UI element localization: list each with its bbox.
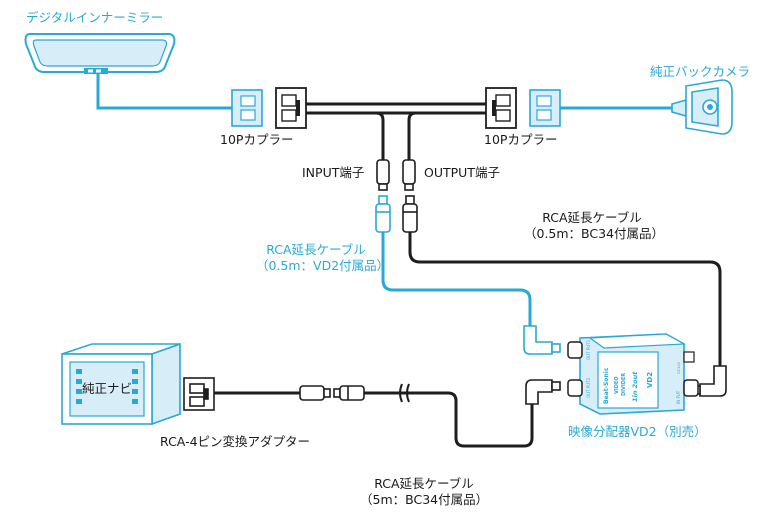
- rca-cable-vd2-label: RCA延長ケーブル （0.5m：VD2付属品）: [256, 242, 390, 273]
- splitter-port-out1-icon: [567, 341, 583, 359]
- coupler-right-female-icon: [529, 89, 561, 127]
- rca-cable-bc34-short-line2: （0.5m：BC34付属品）: [524, 225, 665, 241]
- coupler-left-label: 10Pカプラー: [220, 132, 294, 147]
- harness-cable: [306, 102, 486, 115]
- rca-4pin-adapter-icon: [183, 377, 215, 411]
- splitter-port-out2-icon: [567, 379, 583, 397]
- video-splitter-vd2: OUT PUT1 OUT PUT2 Beat-Sonic VIDEO DIVID…: [567, 333, 699, 415]
- output-branch-cable: [407, 111, 452, 160]
- rca-cable-5m-line2: （5m：BC34付属品）: [360, 491, 489, 507]
- rca-cable-vd2-line2: （0.5m：VD2付属品）: [256, 257, 390, 273]
- splitter-port-out1-text: OUT PUT1: [586, 339, 591, 360]
- input-rca-plug-icon: [376, 159, 390, 191]
- navi-label: 純正ナビ: [82, 381, 132, 396]
- splitter-port-in-icon: [683, 379, 699, 397]
- coupler-right-male-icon: [485, 87, 517, 129]
- rear-camera-icon: [671, 79, 733, 135]
- adapter-label: RCA-4ピン変換アダプター: [160, 434, 311, 449]
- splitter-port-in-text: IN PUT: [676, 390, 681, 404]
- digital-mirror-label: デジタルインナーミラー: [26, 10, 164, 25]
- cable-break-mark: [399, 383, 410, 403]
- splitter-port-out2-text: OUT PUT2: [586, 377, 591, 398]
- splitter-dc-jack-icon: [683, 351, 695, 363]
- rca-5m-plug-icon: [333, 385, 365, 401]
- input-branch-cable: [340, 111, 385, 160]
- output-terminal-label: OUTPUT端子: [424, 165, 500, 180]
- coupler-left-female-icon: [231, 89, 263, 127]
- coupler-left-male-icon: [275, 87, 307, 129]
- splitter-mode-text: 1in 2out: [631, 371, 639, 402]
- adapter-rca-socket-icon: [299, 385, 331, 401]
- splitter-brand-text: Beat-Sonic: [603, 367, 610, 404]
- rear-camera-label: 純正バックカメラ: [650, 64, 751, 79]
- rca-cable-5m: [362, 391, 534, 448]
- splitter-caption: 映像分配器VD2（別売）: [568, 424, 707, 439]
- splitter-model-text: VD2: [646, 372, 654, 388]
- rca-cable-5m-line1: RCA延長ケーブル: [374, 476, 474, 491]
- splitter-product-line2: DIVIDER: [621, 373, 627, 396]
- rca-l-plug-blue-icon: [523, 325, 561, 355]
- rca-cable-bc34-short-line1: RCA延長ケーブル: [542, 210, 642, 225]
- input-terminal-label: INPUT端子: [302, 165, 365, 180]
- rca-cable-vd2-line1: RCA延長ケーブル: [266, 242, 366, 257]
- rca-plug-blue-icon: [375, 195, 391, 233]
- rca-l-plug-black-bottom-icon: [525, 379, 561, 405]
- splitter-product-line1: VIDEO: [614, 376, 620, 394]
- digital-mirror-icon: [24, 33, 176, 74]
- rca-cable-bc34-short: [408, 232, 722, 366]
- navi-unit: 純正ナビ: [61, 342, 181, 426]
- rca-cable-vd2: [381, 232, 532, 326]
- mirror-cable: [96, 74, 232, 110]
- splitter-dc-text: DC12V: [677, 361, 681, 374]
- rca-cable-5m-label: RCA延長ケーブル （5m：BC34付属品）: [360, 476, 488, 507]
- coupler-right-label: 10Pカプラー: [484, 132, 558, 147]
- output-rca-plug-icon: [402, 159, 416, 191]
- rca-cable-bc34-short-label: RCA延長ケーブル （0.5m：BC34付属品）: [524, 210, 665, 241]
- rca-plug-black-icon: [402, 195, 418, 233]
